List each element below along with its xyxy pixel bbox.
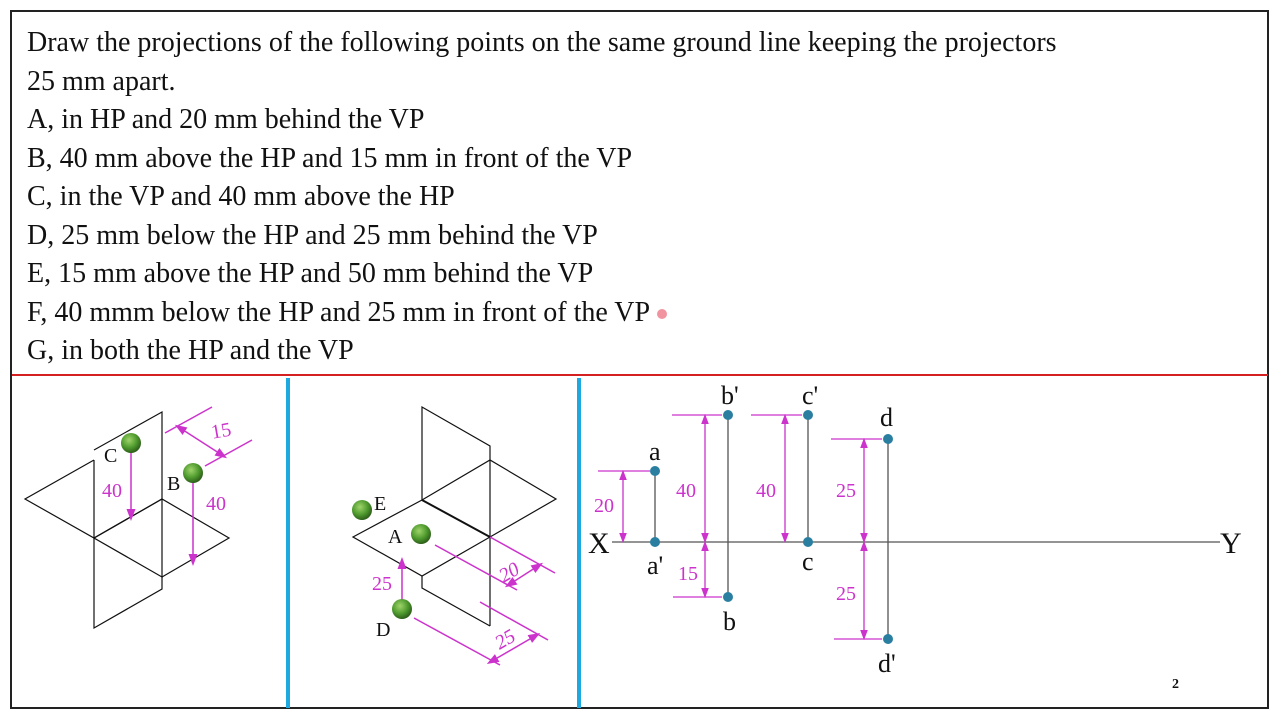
label-d: D (376, 619, 390, 641)
point-e-sphere (352, 500, 372, 520)
dim-a-behind: 20 (495, 558, 523, 587)
dim-b-front: 15 (209, 419, 233, 444)
slide-frame (10, 10, 1269, 709)
point-c-sphere (121, 433, 141, 453)
problem-line-e: E, 15 mm above the HP and 50 mm behind t… (27, 258, 594, 289)
label-y: Y (1220, 527, 1242, 560)
label-c: C (104, 445, 117, 467)
label-d-front: d' (878, 649, 896, 678)
point-b-sphere (183, 463, 203, 483)
label-b-front: b' (721, 381, 739, 410)
problem-line-f: F, 40 mmm below the HP and 25 mm in fron… (27, 296, 651, 328)
panel-divider-1 (286, 378, 290, 708)
point-d-sphere (392, 599, 412, 619)
label-b: B (167, 473, 180, 495)
problem-line: Draw the projections of the following po… (27, 27, 1057, 58)
problem-statement: Draw the projections of the following po… (27, 24, 1057, 371)
label-a-front: a' (647, 551, 663, 580)
dim-b-height: 40 (206, 493, 226, 515)
label-a: A (388, 526, 403, 548)
point-a-sphere (411, 524, 431, 544)
problem-line-b: B, 40 mm above the HP and 15 mm in front… (27, 142, 633, 174)
dim-b-bottom: 15 (678, 563, 698, 585)
label-x: X (588, 527, 610, 560)
panel-divider-2 (577, 378, 581, 708)
dim-d-behind: 25 (491, 625, 519, 654)
dim-b-top: 40 (676, 480, 696, 502)
label-d-top: d (880, 403, 893, 432)
dim-d-top: 25 (836, 480, 856, 502)
problem-line-d: D, 25 mm below the HP and 25 mm behind t… (27, 219, 598, 251)
label-e: E (374, 493, 386, 515)
dim-d-below: 25 (372, 573, 392, 595)
section-divider (12, 374, 1268, 376)
projection-points (650, 410, 893, 644)
pointer-cursor-dot (657, 309, 667, 319)
page-number: 2 (1172, 677, 1179, 692)
dim-d-bottom: 25 (836, 583, 856, 605)
dimension-lines-1 (126, 406, 253, 566)
label-a-top: a (649, 437, 661, 466)
problem-line: 25 mm apart. (27, 65, 176, 97)
label-b-top: b (723, 607, 736, 636)
label-c-front: c' (802, 381, 818, 410)
dim-c-height: 40 (102, 480, 122, 502)
dimension-lines-2 (397, 536, 556, 666)
problem-line-c: C, in the VP and 40 mm above the HP (27, 181, 455, 212)
problem-line-g: G, in both the HP and the VP (27, 335, 354, 366)
dim-c: 40 (756, 480, 776, 502)
dim-a: 20 (594, 495, 614, 517)
problem-line-a: A, in HP and 20 mm behind the VP (27, 104, 425, 135)
ortho-dimensions (598, 413, 882, 641)
label-c-top: c (802, 547, 814, 576)
projectors (654, 415, 889, 639)
